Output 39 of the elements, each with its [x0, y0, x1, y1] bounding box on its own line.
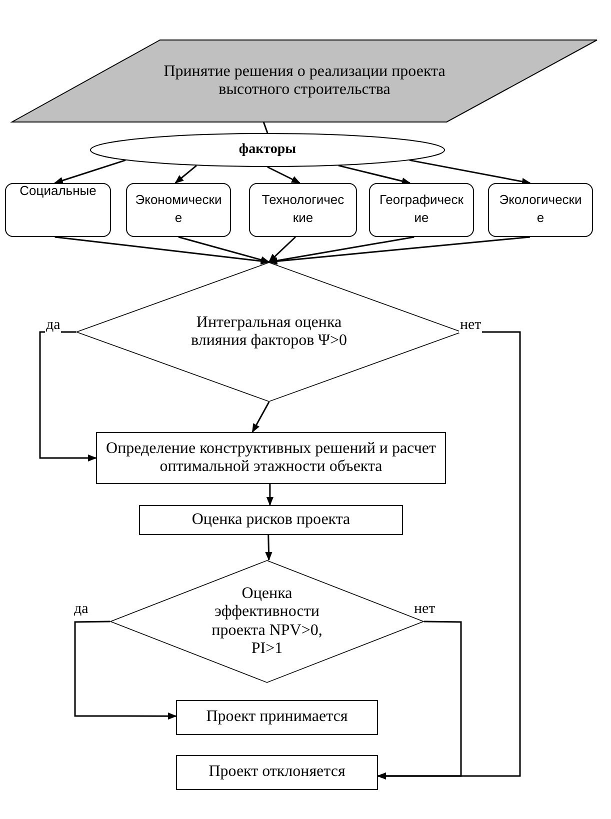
arrow — [74, 620, 177, 720]
process-box — [139, 505, 403, 535]
node-text: Оценка рисков проекта — [190, 510, 352, 530]
node-text: Экологические — [498, 191, 583, 226]
arrow — [268, 236, 296, 263]
factor-box — [249, 183, 357, 237]
arrow — [174, 165, 197, 184]
node-text: Определение конструктивных решений и расчет оптимальной этажности объекта — [105, 440, 437, 476]
process-box — [176, 755, 378, 790]
arrow — [265, 534, 272, 561]
factor-box — [126, 183, 231, 237]
process-box — [96, 432, 446, 484]
arrow — [266, 484, 274, 506]
node-text: Проект принимается — [205, 708, 349, 727]
node-text: Интегральная оценка влияния факторов Ψ>0 — [190, 314, 348, 350]
arrow — [338, 164, 411, 185]
node-text: Оценка эффективности проекта NPV>0, PI>1 — [210, 584, 324, 658]
arrow — [409, 159, 531, 186]
factors-ellipse — [90, 133, 445, 167]
decision-parallelogram — [12, 40, 597, 122]
arrow — [54, 236, 270, 265]
node-text: Экономические — [134, 191, 223, 226]
group-heading: факторы — [238, 142, 298, 158]
factor-box — [488, 183, 593, 237]
node-text: Проект отклоняется — [208, 763, 346, 782]
node-text: Принятие решения о реализации проекта высотного строительства — [162, 63, 446, 99]
node-text: Географические — [378, 191, 464, 226]
node-text: Технологические — [260, 191, 346, 226]
factor-box — [5, 183, 111, 237]
arrow — [54, 159, 126, 184]
decision-diamond — [76, 262, 462, 402]
arrow — [178, 236, 270, 264]
factor-box — [369, 183, 474, 237]
arrow — [252, 402, 270, 433]
arrow — [377, 620, 462, 780]
arrow — [39, 331, 97, 462]
arrow — [267, 166, 301, 184]
node-text: Социальные — [18, 182, 98, 200]
process-box — [176, 700, 378, 735]
